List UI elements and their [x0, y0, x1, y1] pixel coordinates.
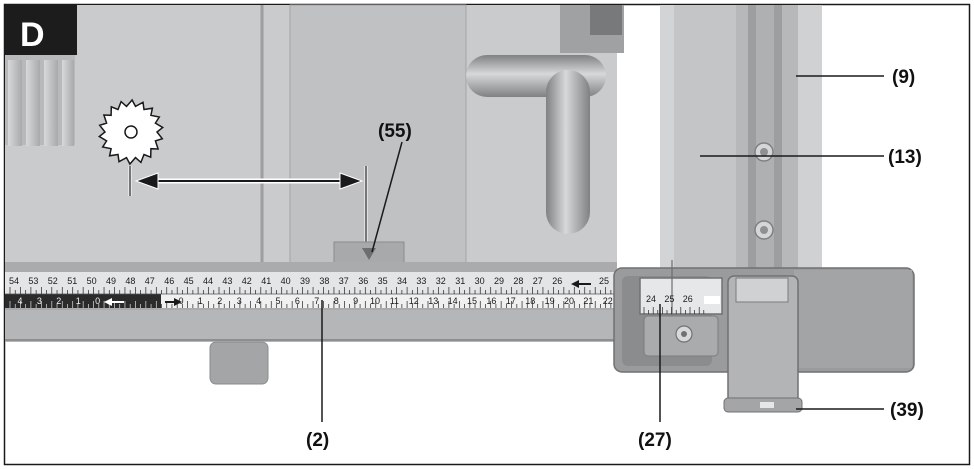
scale-lower-number: 3 — [37, 296, 42, 306]
scale-lower-number: 13 — [428, 296, 438, 306]
fence-outer-plate — [798, 5, 822, 275]
callout-13: (13) — [888, 147, 922, 168]
scale-lower-number: 1 — [76, 296, 81, 306]
rail-lower-edge — [5, 310, 617, 342]
scale-upper-number: 53 — [28, 276, 38, 286]
scale-upper-number: 48 — [125, 276, 135, 286]
scale-upper-number: 26 — [552, 276, 562, 286]
callout-2: (2) — [306, 430, 329, 451]
scale-lower-number: 9 — [353, 296, 358, 306]
scale-upper-number: 25 — [599, 276, 609, 286]
scale-lower-number: 0 — [178, 296, 183, 306]
scale-right-arrow-icon — [165, 298, 182, 306]
callout-39: (39) — [890, 400, 924, 421]
scale-upper-number: 51 — [67, 276, 77, 286]
scale-upper-number: 40 — [281, 276, 291, 286]
scale-lower-number: 3 — [237, 296, 242, 306]
scale-upper-number: 32 — [436, 276, 446, 286]
scale-upper-number: 49 — [106, 276, 116, 286]
fence-panel — [289, 4, 467, 264]
window-number: 26 — [683, 294, 693, 304]
scale-upper-number: 41 — [261, 276, 271, 286]
scale-upper-number: 42 — [242, 276, 252, 286]
saw-blade-symbol — [97, 98, 165, 166]
scale-upper-number: 44 — [203, 276, 213, 286]
scale-upper-strip — [5, 272, 618, 294]
scale-lower-number: 21 — [583, 296, 593, 306]
scale-lower-number: 0 — [95, 296, 100, 306]
scale-upper-number: 35 — [378, 276, 388, 286]
scale-lower-number: 11 — [390, 296, 399, 306]
callout-55: (55) — [378, 121, 412, 142]
scale-lower-number: 19 — [545, 296, 555, 306]
scale-upper-number: 30 — [475, 276, 485, 286]
window-number: 25 — [664, 294, 674, 304]
scale-lower-number: 15 — [467, 296, 477, 306]
scale-lower-light — [161, 294, 618, 308]
scale-ticks — [9, 287, 612, 308]
scale-lower-number: 2 — [217, 296, 222, 306]
blade-guard-stripes — [8, 60, 74, 146]
scale-lower-number: 14 — [448, 296, 458, 306]
scale-upper-number: 29 — [494, 276, 504, 286]
scale-upper-number: 31 — [455, 276, 465, 286]
scale-lower-number: 4 — [17, 296, 22, 306]
scale-lower-number: 7 — [314, 296, 319, 306]
blade-arbor — [124, 125, 138, 139]
scale-lower-number: 6 — [295, 296, 300, 306]
scale-upper-number: 52 — [48, 276, 58, 286]
window-scale-numbers: 24 25 26 — [646, 294, 693, 304]
scale-upper-number: 38 — [319, 276, 329, 286]
scale-lower-number: 4 — [256, 296, 261, 306]
rail-foot — [209, 341, 269, 385]
scale-lower-number: 22 — [603, 296, 613, 306]
scale-upper-number: 33 — [416, 276, 426, 286]
callout-27: (27) — [638, 430, 672, 451]
handle-tube — [466, 5, 624, 234]
scale-lower-number: 16 — [486, 296, 496, 306]
scale-lower-number: 2 — [56, 296, 61, 306]
scale-upper-number: 28 — [513, 276, 523, 286]
scale-lower-number: 20 — [564, 296, 574, 306]
scale-upper-number: 46 — [164, 276, 174, 286]
panel-badge — [5, 5, 77, 55]
scale-left-arrow-icon — [104, 298, 124, 306]
scale-upper-number: 27 — [533, 276, 543, 286]
scale-lower-number: 8 — [334, 296, 339, 306]
scale-upper-numbers: 54 53 52 51 50 49 48 47 46 45 44 43 42 41 40 39 38 37 36 35… — [9, 276, 648, 286]
scale-upper-number: 47 — [145, 276, 155, 286]
scale-lower-number: 1 — [198, 296, 203, 306]
callout-9: (9) — [892, 67, 915, 88]
scale-lower-number: 17 — [506, 296, 516, 306]
scale-upper-number: 54 — [9, 276, 19, 286]
scale-upper-number: 37 — [339, 276, 349, 286]
locking-lever — [723, 275, 803, 413]
scale-lower-number: 18 — [525, 296, 535, 306]
leader-lines — [321, 75, 884, 422]
scale-lower-number: 12 — [409, 296, 419, 306]
scale-upper-number: 39 — [300, 276, 310, 286]
pointer-notch — [333, 141, 405, 265]
window-number: 24 — [646, 294, 656, 304]
scale-upper-number: 43 — [222, 276, 232, 286]
scale-upper-number: 50 — [87, 276, 97, 286]
scale-upper-number: 34 — [397, 276, 407, 286]
scale-upper-number: 45 — [184, 276, 194, 286]
scale-upper-left-arrow-icon — [571, 280, 591, 288]
scale-lower-number: 5 — [275, 296, 280, 306]
panel-letter: D — [20, 16, 45, 54]
scale-upper-number: 36 — [358, 276, 368, 286]
window-scale-ticks — [643, 307, 705, 314]
scale-lower-number: 10 — [370, 296, 380, 306]
